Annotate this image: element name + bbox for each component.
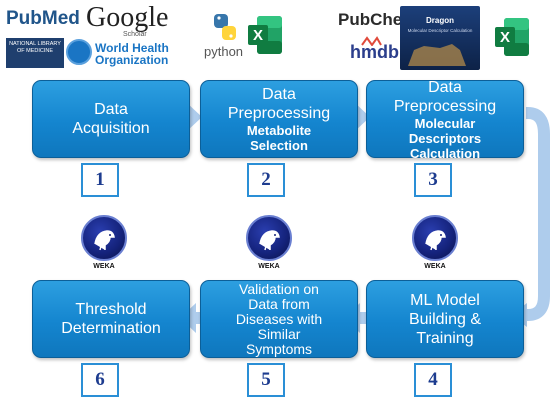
step-3-sub-line3: Calculation (409, 145, 481, 161)
hmdb-molecule-icon (360, 33, 382, 47)
step-3-title-line2: Preprocessing (393, 97, 497, 115)
nlm-text: NATIONAL LIBRARY OF MEDICINE (9, 41, 61, 54)
step-5-title-line3: Diseases with (235, 310, 323, 327)
step-5-title-line1: Validation on (239, 280, 319, 297)
nlm-logo: NATIONAL LIBRARY OF MEDICINE (6, 38, 64, 68)
dragon-logo: Dragon Molecular Descriptor Calculation (400, 6, 480, 70)
weka-bird-icon-3 (412, 215, 458, 261)
weka-label-2: WEKA (258, 263, 280, 270)
hmdb-text: hmdb (350, 42, 399, 62)
step-5-box: Validation on Data from Diseases with Si… (200, 280, 358, 358)
step-5-title-line4: Similar (257, 325, 301, 342)
step-3-box: Data Preprocessing Molecular Descriptors… (366, 78, 524, 161)
step-1-number: 1 (81, 163, 119, 197)
step-6-title-line2: Determination (61, 320, 161, 337)
step-5-title-line5: Symptoms (245, 340, 313, 357)
step-4-title-line3: Training (416, 329, 474, 347)
weka-label-1: WEKA (93, 263, 115, 270)
google-scholar-logo: Google (86, 2, 168, 34)
pubchem-text: PubChem (338, 10, 418, 29)
step-3-title-line1: Data (428, 78, 462, 96)
pubmed-text: PubMed (6, 8, 80, 29)
arrow-3-4 (524, 107, 550, 321)
step-1-title-line1: Data (94, 101, 128, 118)
step-1-title-line2: Acquisition (72, 120, 150, 137)
step-3-number: 3 (414, 163, 452, 197)
step-1-box: Data Acquisition (32, 80, 190, 158)
pubchem-logo: PubChem (338, 10, 417, 30)
svg-text:X: X (500, 29, 510, 46)
google-text: Google (86, 2, 169, 33)
step-4-box: ML Model Building & Training (366, 280, 524, 358)
step-2-number: 2 (247, 163, 285, 197)
pubmed-logo: PubMed (6, 8, 80, 30)
dragon-title: Dragon (426, 16, 454, 25)
step-5-title-line2: Data from (248, 295, 310, 312)
svg-text:X: X (253, 27, 263, 44)
step-5-number: 5 (247, 363, 285, 397)
step-4-title-line1: ML Model (410, 291, 480, 309)
weka-label-3: WEKA (424, 263, 446, 270)
step-4-title-line2: Building & (408, 310, 482, 328)
who-logo: World Health Organization (95, 42, 169, 66)
step-3-sub-line1: Molecular (414, 115, 476, 131)
step-6-title-line1: Threshold (75, 301, 147, 318)
step-6-box: Threshold Determination (32, 280, 190, 358)
weka-bird-icon-1 (81, 215, 127, 261)
weka-bird-icon-2 (246, 215, 292, 261)
who-line1: World Health (95, 41, 169, 55)
step-4-number: 4 (414, 363, 452, 397)
step-2-sub-line1: Metabolite (246, 123, 312, 138)
step-3-sub-line2: Descriptors (408, 130, 482, 146)
hmdb-logo: hmdb (350, 42, 399, 63)
step-2-title-line1: Data (262, 86, 296, 103)
step-2-sub-line2: Selection (250, 138, 308, 153)
excel-icon: X (247, 14, 283, 56)
step-6-number: 6 (81, 363, 119, 397)
dragon-subtitle: Molecular Descriptor Calculation (407, 28, 473, 33)
python-text: python (204, 44, 244, 59)
who-emblem-icon (66, 39, 92, 65)
who-line2: Organization (95, 53, 169, 67)
python-icon (210, 12, 240, 42)
scholar-label: Scholar (123, 31, 147, 38)
excel-icon-2: X (494, 16, 530, 58)
step-2-title-line2: Preprocessing (227, 105, 331, 122)
step-2-box: Data Preprocessing Metabolite Selection (200, 80, 358, 158)
